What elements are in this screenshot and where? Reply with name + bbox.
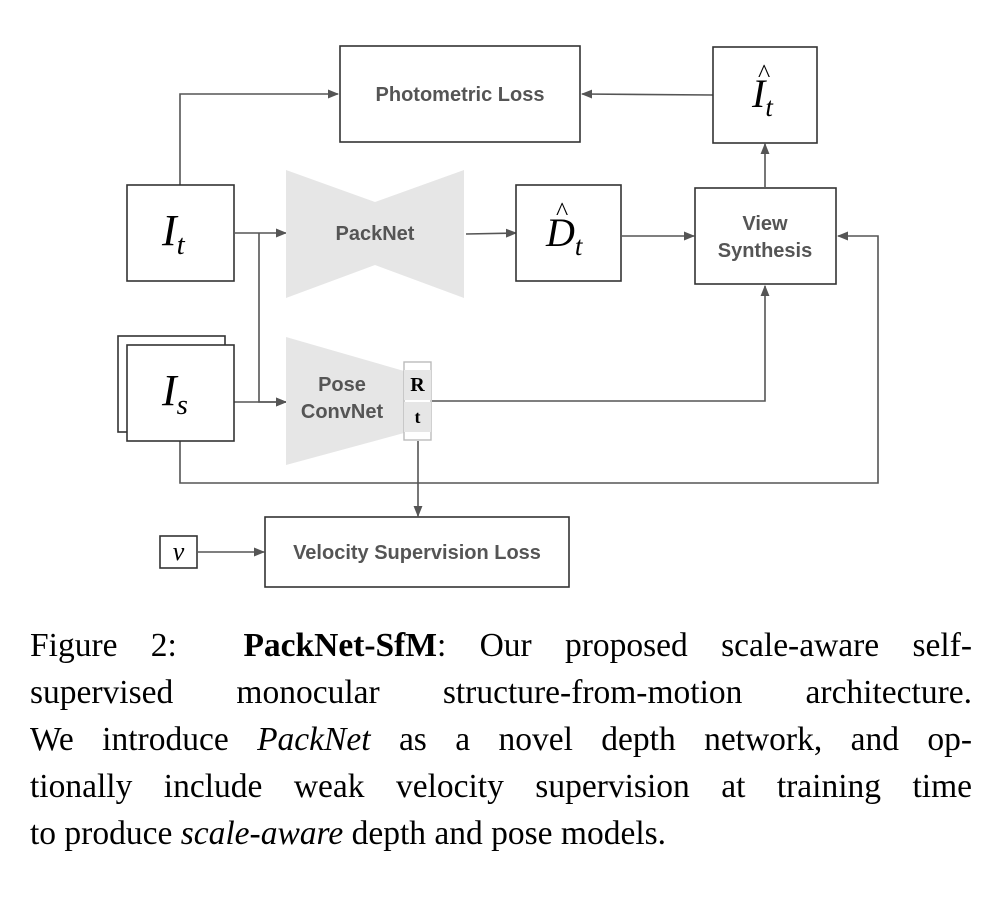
caption-line-4: tionally include weak velocity supervisi…	[30, 768, 972, 805]
caption-scale-aware-italic: scale-aware	[180, 815, 344, 852]
edge-it-to-posenet	[258, 233, 288, 407]
i-hat-t-box: It ^	[712, 46, 818, 144]
edge-pose-to-viewsynth	[432, 284, 770, 402]
rotation-symbol: R	[410, 374, 425, 396]
hat-accent: ^	[556, 197, 568, 226]
pose-convnet-label-line1: Pose	[318, 374, 366, 396]
edge-is-to-viewsynth	[179, 231, 879, 484]
i-hat-t-symbol: It	[751, 71, 774, 122]
packnet-label: PackNet	[336, 223, 415, 245]
source-images-stack: Is	[117, 335, 235, 442]
velocity-symbol: v	[173, 537, 185, 566]
photometric-loss-box: Photometric Loss	[339, 45, 581, 143]
photometric-loss-label: Photometric Loss	[376, 84, 545, 106]
architecture-diagram: Photometric Loss It ^ It PackNet Dt ^ Vi…	[117, 45, 879, 588]
edge-packnet-to-dhat	[465, 228, 518, 238]
caption-label: Figure 2:	[30, 627, 177, 664]
velocity-loss-label: Velocity Supervision Loss	[293, 542, 541, 564]
translation-symbol: t	[415, 407, 421, 427]
view-synthesis-label-line1: View	[742, 213, 788, 235]
caption-line-3: We introduce PackNet as a novel depth ne…	[30, 721, 972, 758]
target-image-box: It	[126, 184, 235, 282]
i-s-symbol: Is	[161, 366, 188, 421]
depth-box: Dt ^	[515, 184, 622, 282]
view-synthesis-box: View Synthesis	[694, 187, 837, 285]
edge-ihat-to-photometric	[580, 89, 714, 99]
d-hat-t-symbol: Dt	[545, 210, 584, 261]
caption-line-5: to produce scale-aware depth and pose mo…	[30, 815, 667, 852]
hat-accent: ^	[758, 59, 770, 88]
caption-packnet-italic: PackNet	[257, 721, 371, 758]
velocity-box: v	[159, 535, 198, 569]
i-t-symbol: It	[161, 206, 186, 261]
caption-line-2: supervised monocular structure-from-moti…	[30, 674, 972, 711]
edge-it-to-photometric	[179, 89, 340, 185]
pose-output: R t	[403, 361, 432, 441]
figure-caption: Figure 2: PackNet-SfM: Our proposed scal…	[30, 622, 972, 857]
pose-convnet-block: Pose ConvNet	[286, 337, 404, 465]
connections	[179, 89, 879, 557]
velocity-loss-box: Velocity Supervision Loss	[264, 516, 570, 588]
pose-convnet-label-line2: ConvNet	[301, 401, 384, 423]
view-synthesis-label-line2: Synthesis	[718, 240, 812, 262]
caption-line-1: Figure 2: PackNet-SfM: Our proposed scal…	[30, 627, 973, 664]
caption-title: PackNet-SfM	[243, 627, 437, 664]
packnet-block: PackNet	[286, 170, 464, 298]
